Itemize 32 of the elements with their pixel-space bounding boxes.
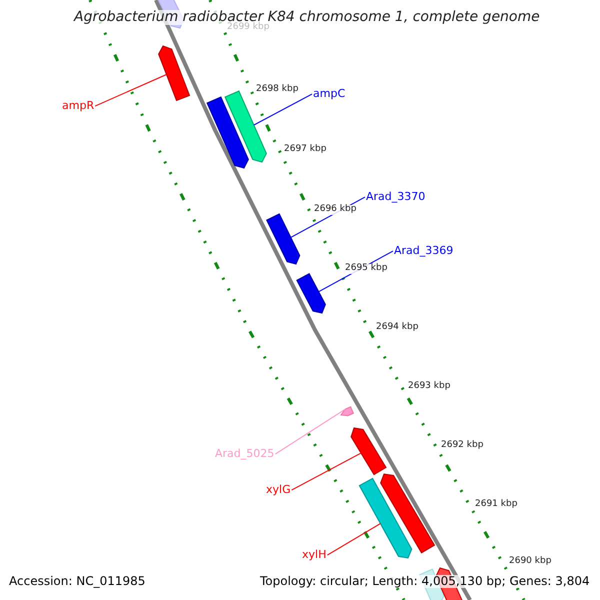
scale-label: 2698 kbp xyxy=(256,85,298,95)
leader-line xyxy=(253,94,312,126)
footer-text: Topology: circular; Length: 4,005,130 bp; Genes: 3,804 xyxy=(260,575,590,588)
leader-line xyxy=(291,452,362,491)
gene-feature xyxy=(224,90,267,163)
gene-feature xyxy=(358,478,412,559)
scale-label: 2693 kbp xyxy=(408,382,450,392)
footer-text: Accession: NC_011985 xyxy=(9,575,146,588)
gene-label: xylH xyxy=(302,549,326,562)
gene-label: ampC xyxy=(313,88,346,100)
gene-label: Arad_3370 xyxy=(366,191,426,204)
scale-label: 2690 kbp xyxy=(509,557,552,567)
gene-label: Arad_3369 xyxy=(394,245,454,258)
gene-feature xyxy=(350,427,387,476)
gene-label: xylG xyxy=(266,484,291,496)
scale-label: 2691 kbp xyxy=(475,500,518,510)
scale-label: 2694 kbp xyxy=(376,323,418,333)
leader-line xyxy=(326,523,381,556)
gene-feature xyxy=(206,96,249,169)
scale-label: 2697 kbp xyxy=(284,145,326,155)
gene-label: ampR xyxy=(62,100,94,112)
gene-feature xyxy=(340,406,354,416)
leader-line xyxy=(274,408,346,455)
gene-feature xyxy=(158,45,190,102)
gene-feature xyxy=(266,213,300,265)
gene-feature xyxy=(296,273,326,314)
scale-label: 2696 kbp xyxy=(314,205,356,215)
leader-line xyxy=(94,74,167,107)
gene-label: Arad_5025 xyxy=(215,448,274,460)
scale-label: 2695 kbp xyxy=(345,264,388,274)
gene-feature xyxy=(380,473,436,554)
scale-label: 2692 kbp xyxy=(441,441,484,451)
